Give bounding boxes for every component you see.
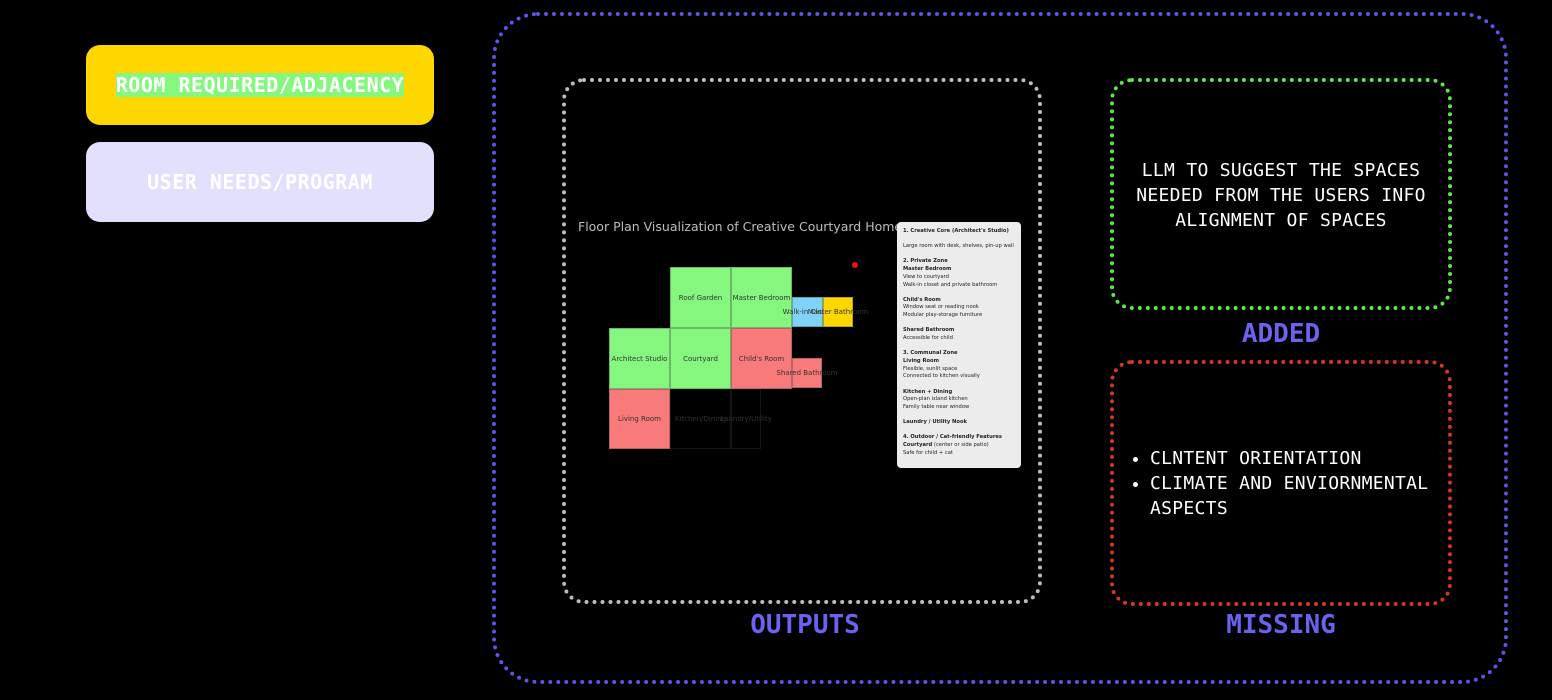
legend-line-text: Open-plan island kitchen bbox=[903, 396, 968, 403]
room-label: Architect Studio bbox=[611, 354, 668, 363]
legend-line-text: 3. Communal Zone bbox=[903, 350, 958, 357]
legend-gap bbox=[903, 289, 1015, 297]
room-walk-in-closet: Walk-in Closet bbox=[783, 297, 832, 327]
legend-line: Walk-in closet and private bathroom bbox=[903, 282, 1015, 290]
legend-gap bbox=[903, 320, 1015, 328]
legend-line: Kitchen + Dining bbox=[903, 389, 1015, 397]
room-architect-studio: Architect Studio bbox=[609, 328, 670, 389]
room-label: Living Room bbox=[618, 415, 661, 423]
legend-gap bbox=[903, 251, 1015, 259]
missing-item: CLNTENT ORIENTATION bbox=[1150, 446, 1456, 471]
legend-line: 3. Communal Zone bbox=[903, 350, 1015, 358]
legend-line: Flexible, sunlit space bbox=[903, 366, 1015, 374]
room-living-room: Living Room bbox=[609, 389, 670, 449]
room-master-bedroom: Master Bedroom bbox=[731, 267, 792, 328]
floor-plan-title: Floor Plan Visualization of Creative Cou… bbox=[578, 219, 903, 234]
user-needs-program-label: USER NEEDS/PROGRAM bbox=[147, 170, 373, 194]
legend-line-text: Window seat or reading nook bbox=[903, 304, 979, 311]
legend-line: Laundry / Utility Nook bbox=[903, 419, 1015, 427]
legend-line: 1. Creative Core (Architect's Studio) bbox=[903, 228, 1015, 236]
legend-line-text: 4. Outdoor / Cat-friendly Features bbox=[903, 434, 1002, 441]
room-required-adjacency-button[interactable]: ROOM REQUIRED/ADJACENCY bbox=[86, 45, 434, 125]
legend-line-text: 2. Private Zone bbox=[903, 258, 948, 265]
room-label: Courtyard bbox=[683, 354, 718, 363]
legend-gap bbox=[903, 236, 1015, 244]
room-laundry-utility: Laundry/Utility bbox=[720, 389, 772, 449]
room-shared-bathroom: Shared Bathroom bbox=[776, 358, 838, 388]
legend-line-text: Master Bedroom bbox=[903, 266, 952, 273]
legend-line-text: Modular play-storage furniture bbox=[903, 312, 983, 319]
legend-line: 4. Outdoor / Cat-friendly Features bbox=[903, 434, 1015, 442]
added-description: LLM TO SUGGEST THE SPACES NEEDED FROM TH… bbox=[1136, 160, 1426, 231]
legend-line-text: View to courtyard bbox=[903, 273, 949, 280]
outputs-label: OUTPUTS bbox=[750, 610, 860, 640]
room-label: Master Bathroom bbox=[807, 308, 869, 316]
legend-line: Courtyard (center or side patio) bbox=[903, 442, 1015, 450]
room-label: Roof Garden bbox=[678, 293, 723, 302]
missing-panel bbox=[1110, 360, 1452, 606]
legend-line-text: Living Room bbox=[903, 357, 939, 364]
legend-line: Open-plan island kitchen bbox=[903, 396, 1015, 404]
room-master-bathroom: Master Bathroom bbox=[808, 297, 868, 327]
legend-line-text: Walk-in closet and private bathroom bbox=[903, 281, 998, 288]
legend-line-text: Laundry / Utility Nook bbox=[903, 419, 967, 426]
legend-line: Modular play-storage furniture bbox=[903, 312, 1015, 320]
legend-line-text: Connected to kitchen visually bbox=[903, 373, 980, 380]
missing-item: CLIMATE AND ENVIORNMENTAL ASPECTS bbox=[1150, 471, 1456, 521]
legend-line: Accessible for child bbox=[903, 335, 1015, 343]
legend-line-text: 1. Creative Core (Architect's Studio) bbox=[903, 228, 1009, 234]
outputs-panel bbox=[562, 78, 1042, 604]
red-marker-dot bbox=[852, 262, 858, 268]
legend-line: Child's Room bbox=[903, 297, 1015, 305]
legend-line-text: Safe for child + cat bbox=[903, 449, 953, 456]
outer-container bbox=[492, 12, 1508, 684]
user-needs-program-button[interactable]: USER NEEDS/PROGRAM bbox=[86, 142, 434, 222]
legend-line: Shared Bathroom bbox=[903, 327, 1015, 335]
legend-gap bbox=[903, 427, 1015, 435]
legend-line: Family table near window bbox=[903, 404, 1015, 412]
room-childs-room: Child's Room bbox=[731, 328, 792, 389]
room-label: Laundry/Utility bbox=[720, 415, 772, 423]
legend-line-text: Courtyard bbox=[903, 442, 933, 449]
legend-line-text: Flexible, sunlit space bbox=[903, 365, 958, 372]
legend-line: Connected to kitchen visually bbox=[903, 373, 1015, 381]
legend-gap bbox=[903, 343, 1015, 351]
missing-label: MISSING bbox=[1226, 610, 1336, 640]
room-label: Master Bedroom bbox=[732, 293, 791, 302]
room-required-adjacency-label: ROOM REQUIRED/ADJACENCY bbox=[115, 73, 405, 97]
legend-line-text: Family table near window bbox=[903, 403, 970, 410]
room-label: Walk-in Closet bbox=[782, 308, 833, 316]
legend-line-text: Accessible for child bbox=[903, 335, 953, 342]
legend-line: Window seat or reading nook bbox=[903, 304, 1015, 312]
legend-line: Living Room bbox=[903, 358, 1015, 366]
legend-line-text: Kitchen + Dining bbox=[903, 388, 953, 395]
added-label: ADDED bbox=[1241, 319, 1321, 349]
room-label: Kitchen/Dining bbox=[674, 415, 727, 423]
legend-line: Large room with desk, shelves, pin-up wa… bbox=[903, 243, 1015, 251]
legend-line-text: Child's Room bbox=[903, 296, 941, 303]
legend-line: 2. Private Zone bbox=[903, 258, 1015, 266]
legend-line-suffix: (center or side patio) bbox=[932, 442, 989, 449]
legend-gap bbox=[903, 381, 1015, 389]
room-courtyard: Courtyard bbox=[670, 328, 731, 389]
missing-list: CLNTENT ORIENTATION CLIMATE AND ENVIORNM… bbox=[1130, 446, 1456, 521]
room-label: Shared Bathroom bbox=[776, 369, 838, 377]
legend-line: View to courtyard bbox=[903, 274, 1015, 282]
room-kitchen-dining: Kitchen/Dining bbox=[670, 389, 731, 449]
room-label: Child's Room bbox=[738, 354, 785, 363]
legend-line: Master Bedroom bbox=[903, 266, 1015, 274]
legend-line-text: Large room with desk, shelves, pin-up wa… bbox=[903, 243, 1014, 250]
legend-gap bbox=[903, 412, 1015, 420]
floor-plan-legend: 1. Creative Core (Architect's Studio) Lar… bbox=[897, 222, 1021, 468]
legend-line-text: Shared Bathroom bbox=[903, 327, 955, 334]
room-roof-garden: Roof Garden bbox=[670, 267, 731, 328]
added-panel bbox=[1110, 78, 1452, 310]
legend-line: Safe for child + cat bbox=[903, 450, 1015, 458]
